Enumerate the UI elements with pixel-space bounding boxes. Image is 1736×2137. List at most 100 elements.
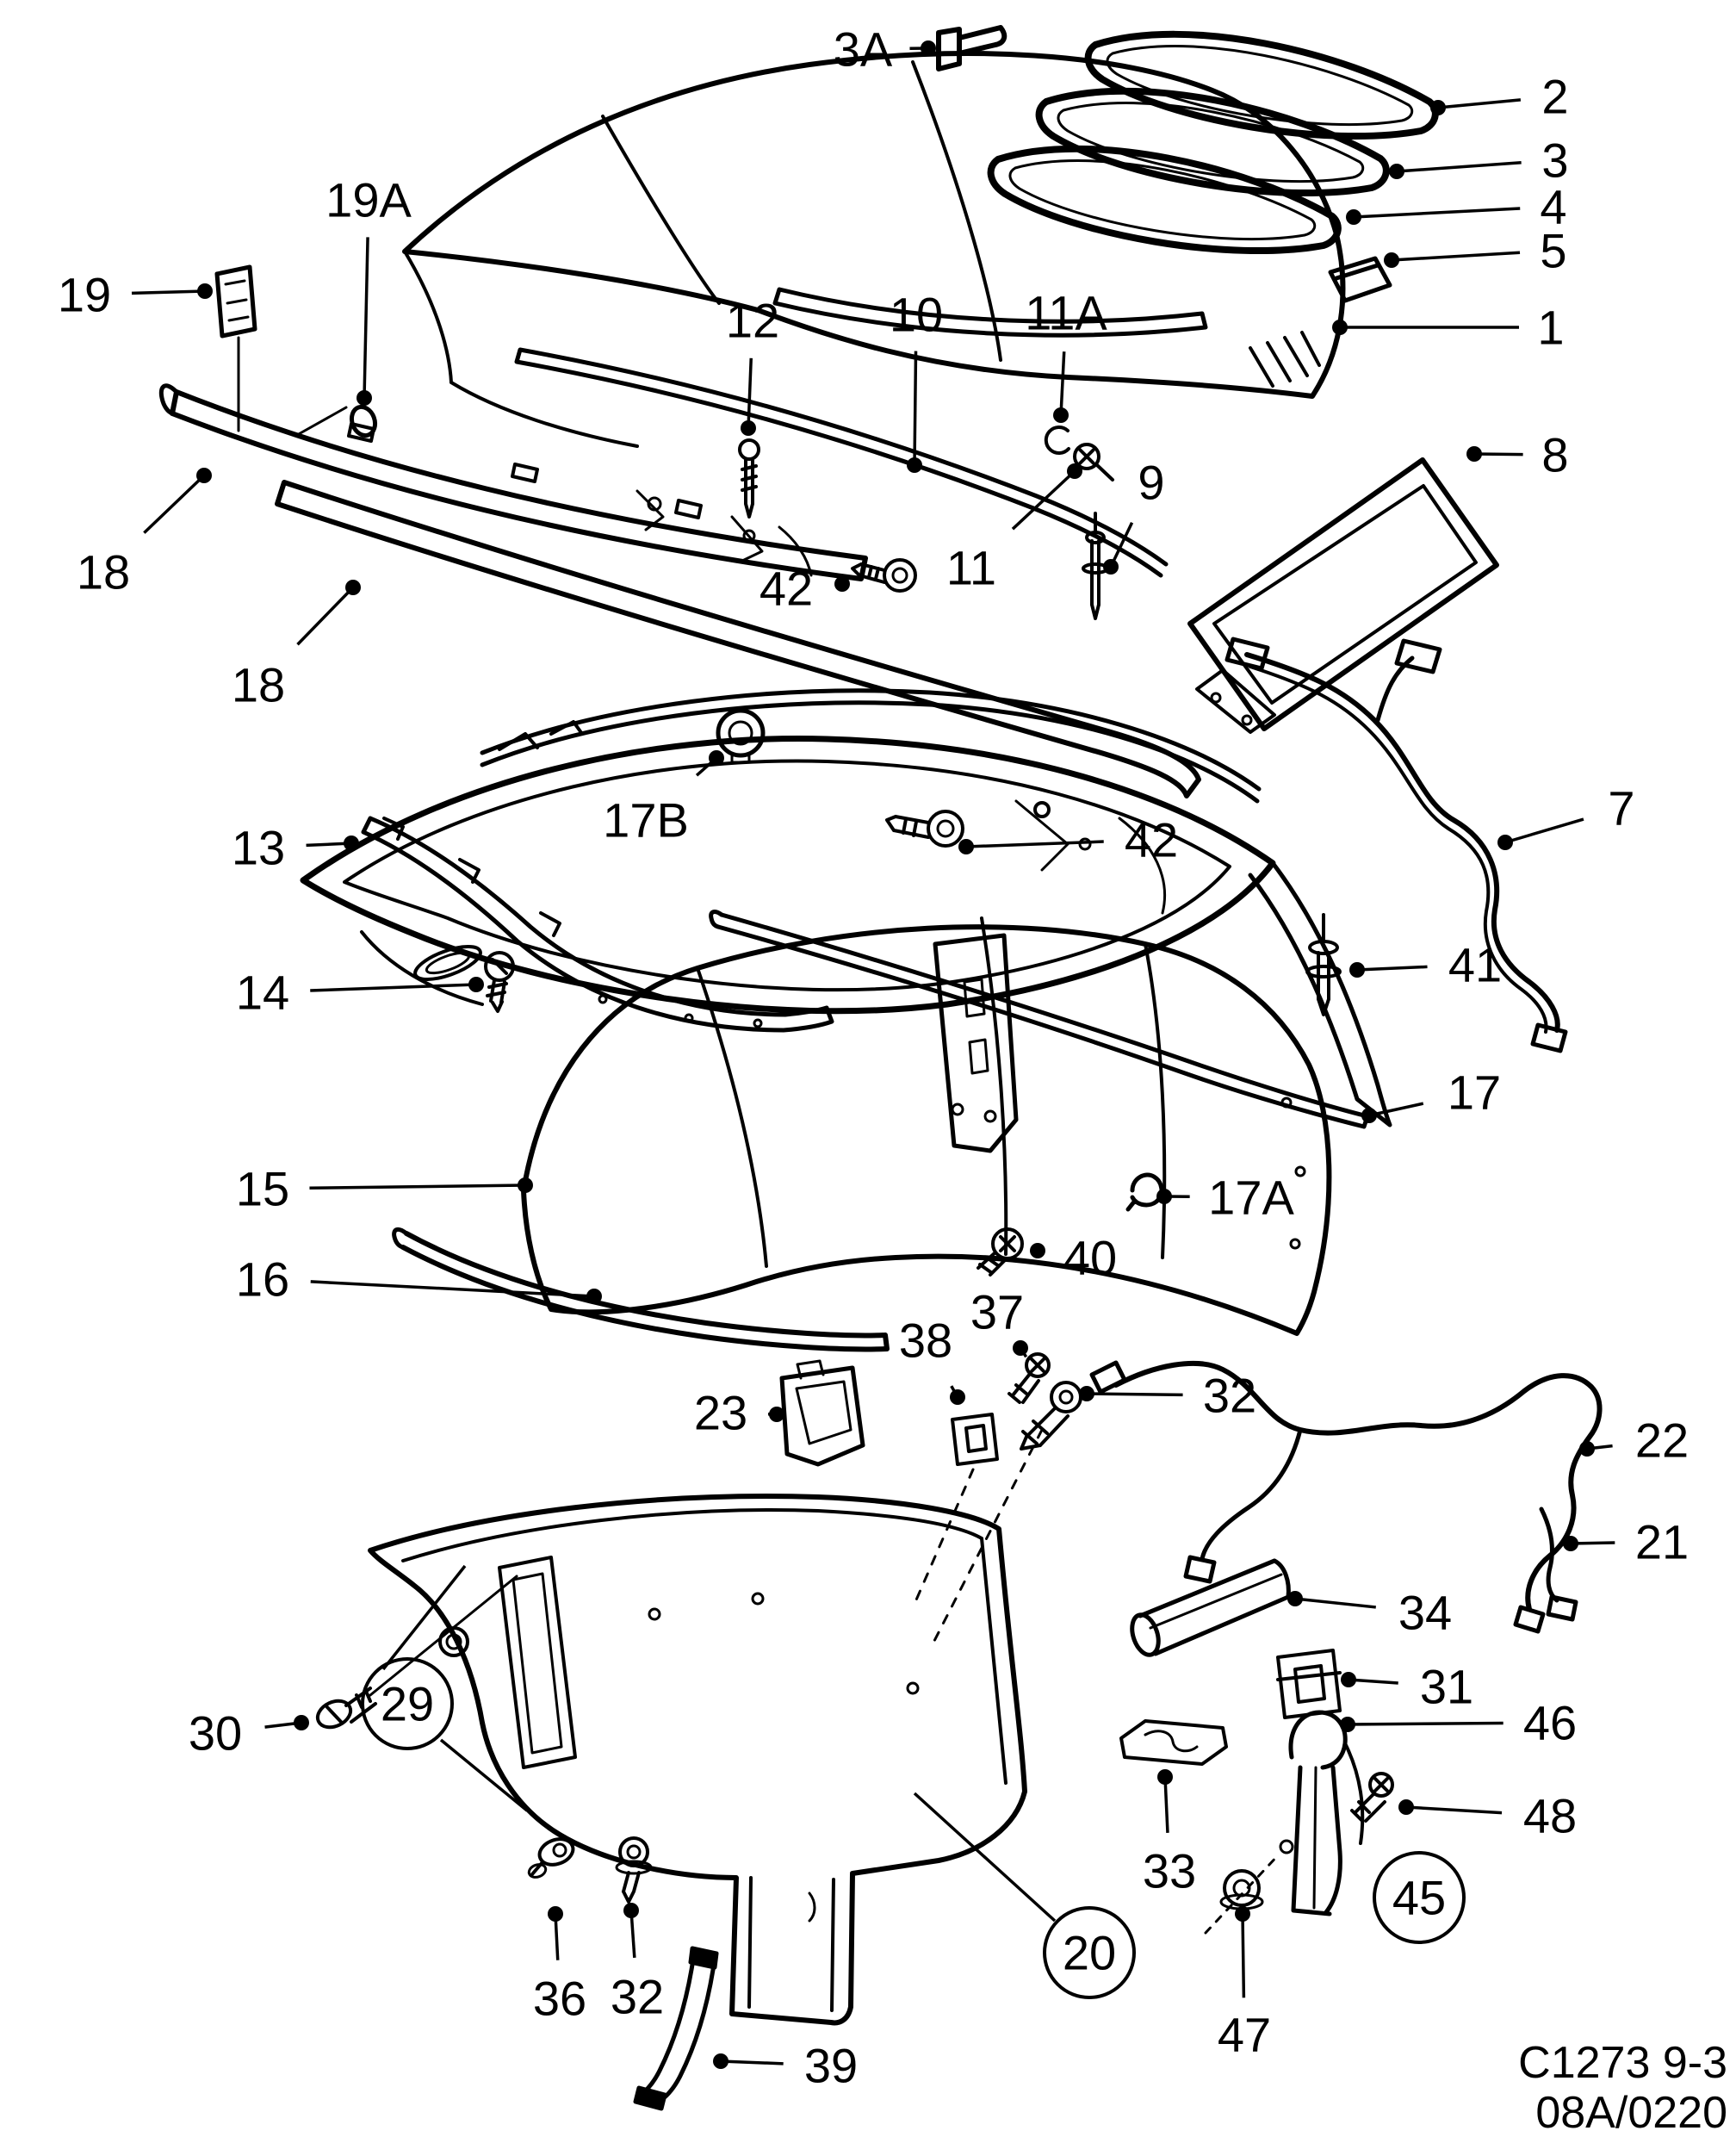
callout-14-dot	[468, 977, 484, 992]
callout-40: 40	[1030, 1231, 1117, 1285]
callout-21-dot	[1563, 1536, 1578, 1551]
callout-21: 21	[1563, 1515, 1689, 1569]
callout-31-dot	[1341, 1672, 1356, 1687]
part-9-pin	[1082, 512, 1109, 620]
callout-16-leader	[310, 1280, 595, 1298]
callout-34-leader	[1294, 1597, 1376, 1609]
part-11-screw	[1073, 443, 1114, 481]
callout-9-dot	[1103, 559, 1119, 575]
callout-17-leader	[1368, 1102, 1424, 1117]
callout-8: 8	[1466, 428, 1569, 482]
callout-11A: 11A	[1025, 286, 1107, 423]
callout-37: 37	[970, 1285, 1028, 1358]
callout-34-dot	[1287, 1591, 1303, 1606]
callout-11-label: 11	[946, 541, 996, 595]
callout-42b: 42	[958, 813, 1178, 867]
callout-12: 12	[726, 294, 779, 436]
callout-8-label: 8	[1541, 428, 1568, 482]
callout-37-label: 37	[970, 1285, 1024, 1339]
callout-32a: 32	[1079, 1369, 1256, 1423]
part-42-bolt-upper	[851, 558, 917, 593]
callout-17A-dot	[1156, 1189, 1172, 1204]
footer-ref: 08A/0220	[1535, 2088, 1727, 2137]
callout-31-label: 31	[1420, 1660, 1473, 1714]
callout-16-label: 16	[236, 1252, 289, 1307]
callout-19-leader	[131, 289, 206, 295]
callout-38: 38	[899, 1314, 965, 1405]
part-47-nut	[1204, 1839, 1294, 1935]
callout-29-line-1	[439, 1738, 529, 1812]
callout-32a-dot	[1079, 1386, 1094, 1401]
callout-46: 46	[1340, 1696, 1577, 1750]
callout-7-label: 7	[1608, 781, 1634, 836]
callout-19A: 19A	[326, 173, 412, 406]
part-23-striker	[779, 1359, 865, 1467]
axis-line-37	[933, 1428, 1044, 1643]
callout-18b-dot	[345, 580, 361, 595]
part-48-screw	[1350, 1772, 1394, 1823]
callout-9-label: 9	[1138, 456, 1164, 510]
callout-45-label: 45	[1392, 1871, 1446, 1925]
callout-45: 45	[1373, 1851, 1466, 1944]
callout-46-leader	[1347, 1721, 1504, 1726]
callout-30-label: 30	[189, 1706, 242, 1761]
callout-40-dot	[1030, 1243, 1045, 1258]
callout-15-label: 15	[236, 1162, 289, 1216]
part-37-screw	[1008, 1352, 1051, 1404]
callout-17B-dot	[709, 750, 724, 766]
callout-13: 13	[232, 821, 359, 875]
callout-1: 1	[1332, 301, 1565, 355]
callout-47-dot	[1235, 1906, 1250, 1922]
callout-34-label: 34	[1398, 1586, 1452, 1640]
callout-19A-label: 19A	[326, 173, 412, 227]
callout-7-leader	[1504, 817, 1584, 844]
part-12-screw	[738, 438, 760, 519]
callout-8-leader	[1473, 452, 1523, 457]
callout-18b-leader	[296, 586, 355, 646]
callout-48: 48	[1398, 1789, 1577, 1843]
part-20-stowage-well	[368, 1494, 1027, 2026]
part-42-bolt-lower	[885, 810, 964, 848]
callout-41-leader	[1356, 965, 1428, 972]
callout-7: 7	[1497, 781, 1635, 850]
callout-17-label: 17	[1448, 1065, 1501, 1120]
part-36-grommet	[527, 1837, 575, 1879]
callout-19A-leader	[363, 237, 369, 399]
part-34-roller	[1130, 1558, 1291, 1657]
callout-29-label: 29	[381, 1677, 434, 1731]
callout-11-leader	[1011, 469, 1076, 531]
callout-34: 34	[1287, 1586, 1452, 1640]
callout-17B-label: 17B	[603, 793, 689, 848]
callout-45-circle	[1373, 1851, 1466, 1944]
callout-14: 14	[236, 966, 484, 1020]
callout-11-dot	[1067, 463, 1082, 479]
callout-32b-label: 32	[611, 1970, 664, 2024]
callout-42a: 42	[760, 562, 850, 616]
callout-30: 30	[189, 1706, 309, 1761]
callout-16-dot	[586, 1289, 602, 1304]
callout-12-dot	[741, 420, 756, 436]
part-3a-clip	[936, 25, 1008, 71]
part-40-screw	[976, 1227, 1024, 1277]
callout-4-label: 4	[1540, 180, 1566, 234]
callout-32b: 32	[611, 1903, 664, 2024]
callout-9-leader	[1109, 522, 1134, 568]
callout-20-label: 20	[1063, 1926, 1116, 1980]
part-11a-grommet	[1044, 426, 1070, 455]
callout-15: 15	[236, 1162, 533, 1216]
callout-2-leader	[1437, 98, 1522, 109]
callout-39-dot	[713, 2053, 728, 2069]
callout-31: 31	[1341, 1660, 1473, 1714]
callout-17A: 17A	[1156, 1171, 1294, 1225]
part-2-seal-strip	[1084, 30, 1439, 140]
part-14-screw	[484, 951, 515, 1013]
callout-5: 5	[1384, 224, 1567, 278]
callout-46-label: 46	[1523, 1696, 1577, 1750]
callout-15-leader	[309, 1183, 526, 1190]
part-17a-clip	[1125, 1172, 1164, 1212]
callout-39: 39	[713, 2039, 858, 2093]
